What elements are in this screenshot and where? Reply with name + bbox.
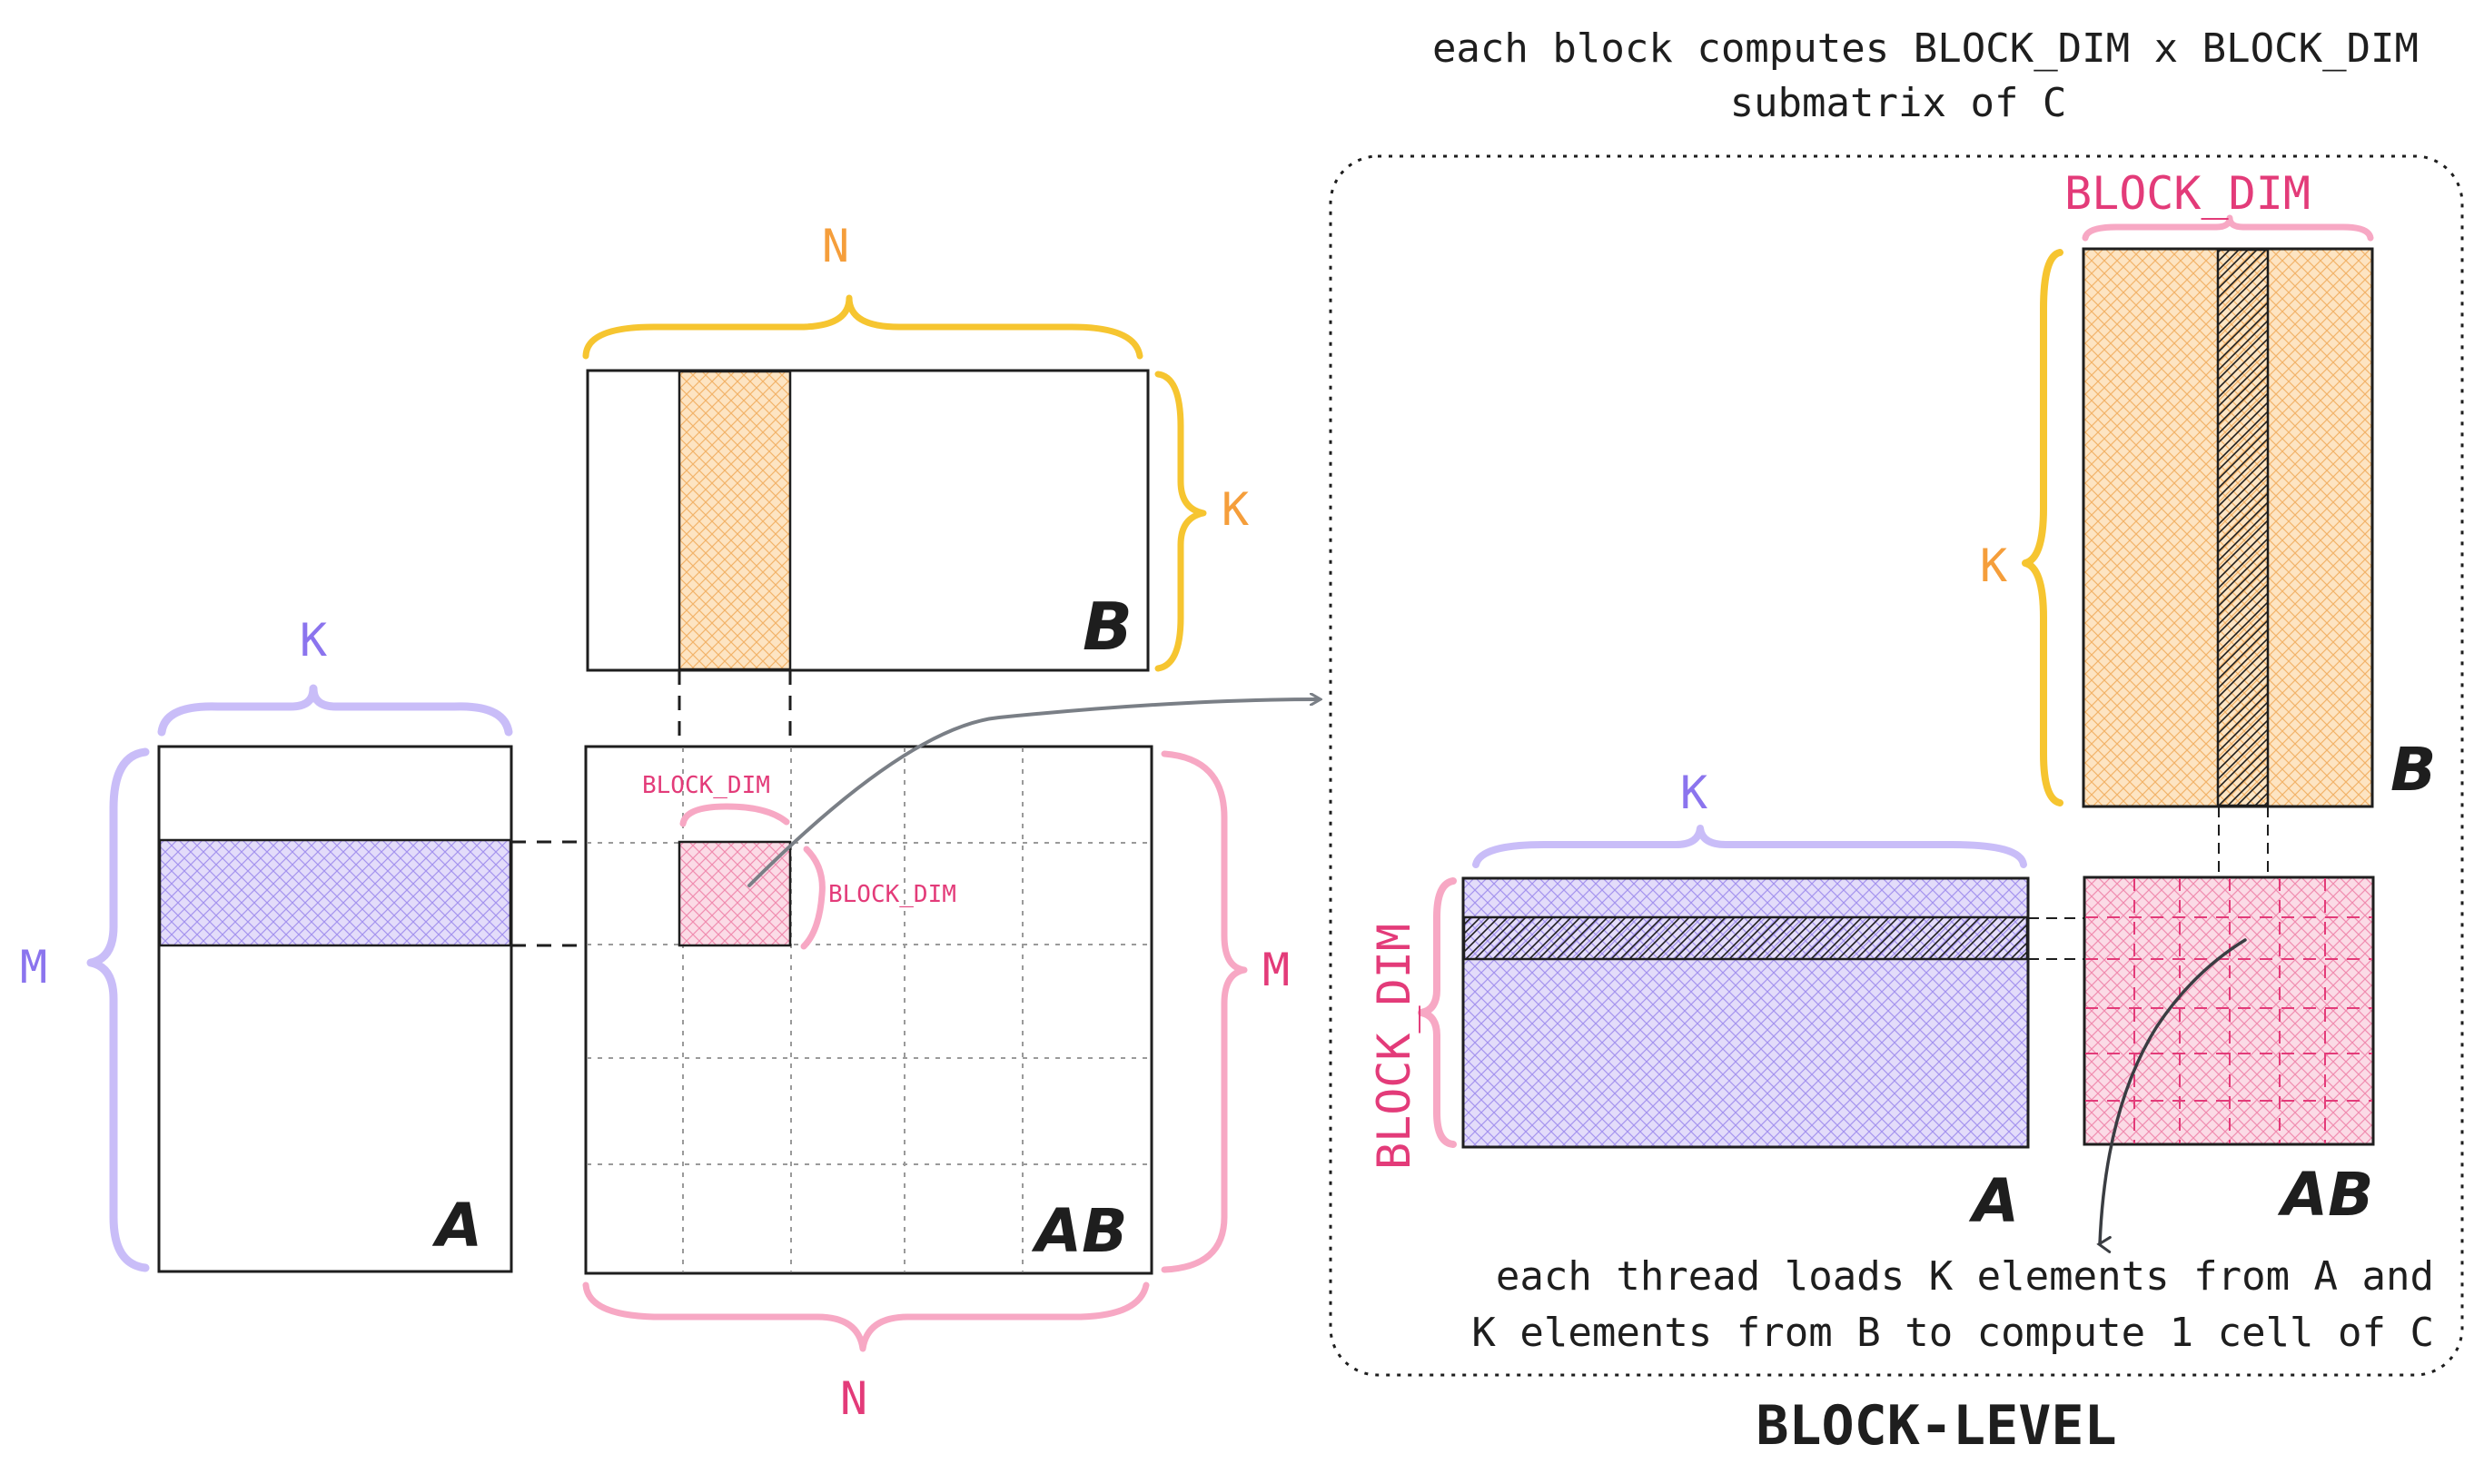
- left-b-dim-k: K: [1222, 483, 1249, 536]
- right-ab-letter: AB: [2277, 1160, 2373, 1230]
- left-a-letter: A: [431, 1191, 482, 1261]
- right-matrix-ab: AB: [2083, 876, 2375, 1230]
- left-matrix-b: B: [586, 369, 1150, 672]
- left-b-brace-top: [582, 294, 1143, 360]
- right-b-letter: B: [2390, 735, 2436, 805]
- right-a-thread-row: [1462, 915, 2029, 961]
- left-a-dim-m: M: [20, 941, 47, 994]
- right-a-brace-side: [1418, 877, 1457, 1148]
- right-b-thread-col: [2216, 248, 2270, 807]
- left-ab-letter: AB: [1031, 1196, 1127, 1266]
- caption-top-line1: each block computes BLOCK_DIM x BLOCK_DI…: [1432, 25, 2419, 72]
- left-b-col-strip: [678, 370, 792, 671]
- left-b-letter: B: [1083, 589, 1133, 665]
- right-a-letter: A: [1968, 1166, 2019, 1236]
- right-matrix-a: A: [1461, 876, 2030, 1236]
- left-ab-brace-bottom: [582, 1281, 1150, 1352]
- connector-arrow: [747, 699, 1319, 887]
- left-matrix-ab: AB: [584, 745, 1153, 1275]
- right-matrix-b: B: [2082, 247, 2436, 808]
- left-ab-dim-n: N: [840, 1372, 867, 1425]
- caption-top-line2: submatrix of C: [1730, 80, 2067, 126]
- right-b-brace-side: [2022, 249, 2063, 806]
- left-a-row-strip: [158, 838, 512, 947]
- right-a-dim-blockdim: BLOCK_DIM: [1368, 924, 1420, 1170]
- thread-arrow: [2096, 938, 2247, 1253]
- left-ab-brace-side: [1161, 750, 1248, 1273]
- left-ab-block-label-side: BLOCK_DIM: [828, 881, 956, 908]
- right-a-brace-top: [1472, 825, 2027, 868]
- left-b-brace-side: [1154, 371, 1207, 672]
- caption-bottom-line1: each thread loads K elements from A and: [1496, 1253, 2434, 1300]
- left-a-brace-top: [157, 684, 513, 737]
- right-b-dim-blockdim: BLOCK_DIM: [2064, 167, 2311, 220]
- left-ab-block: [678, 840, 792, 947]
- left-matrix-a: A: [157, 745, 513, 1273]
- left-ab-dim-m: M: [1262, 944, 1290, 996]
- left-a-brace-side: [86, 747, 150, 1272]
- left-a-dim-k: K: [300, 614, 327, 667]
- left-ab-block-label-top: BLOCK_DIM: [642, 772, 770, 799]
- block-level-title: BLOCK-LEVEL: [1756, 1394, 2116, 1458]
- right-b-brace-top: [2082, 214, 2374, 242]
- right-a-dim-k: K: [1680, 767, 1707, 819]
- right-b-dim-k: K: [1980, 539, 2007, 592]
- left-ab-grid: [587, 747, 1151, 1272]
- left-b-dim-n: N: [822, 220, 849, 272]
- right-ab-thread-grid: [2085, 878, 2372, 1143]
- caption-bottom-line2: K elements from B to compute 1 cell of C: [1471, 1310, 2434, 1356]
